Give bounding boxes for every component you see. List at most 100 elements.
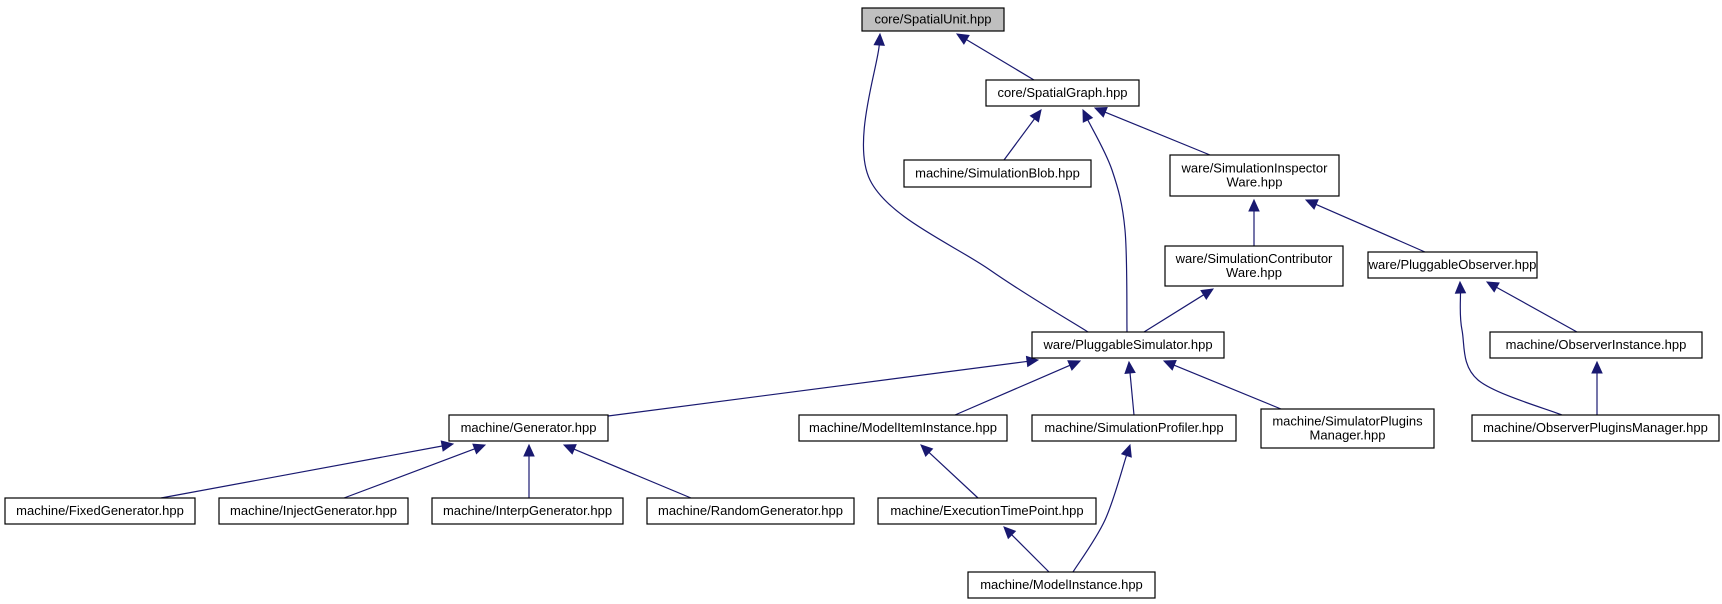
node-simulation-blob[interactable]: machine/SimulationBlob.hpp xyxy=(903,159,1092,188)
edge-line xyxy=(1129,372,1135,416)
nodes-layer: core/SpatialUnit.hpp core/SpatialGraph.hp… xyxy=(4,7,1720,599)
node-box xyxy=(1164,245,1344,287)
edge-pluggable_simulator-to-simulation_profiler xyxy=(1124,360,1136,416)
arrowhead-icon xyxy=(1082,108,1094,123)
arrowhead-icon xyxy=(1454,280,1467,294)
edge-model_item_instance-to-execution_time_point xyxy=(920,444,979,499)
node-fixed-generator[interactable]: machine/FixedGenerator.hpp xyxy=(4,497,196,525)
node-label: machine/SimulationProfiler.hpp xyxy=(1044,420,1223,435)
node-model-instance[interactable]: machine/ModelInstance.hpp xyxy=(967,571,1156,599)
arrowhead-icon xyxy=(1304,199,1319,210)
edge-line xyxy=(966,39,1035,81)
node-box xyxy=(798,414,1008,442)
node-label: Manager.hpp xyxy=(1310,428,1386,443)
arrowhead-icon xyxy=(1029,109,1042,123)
edge-execution_time_point-to-model_instance xyxy=(1003,526,1050,573)
edge-line xyxy=(928,452,979,499)
arrowhead-icon xyxy=(1485,281,1500,293)
node-label: machine/ObserverPluginsManager.hpp xyxy=(1483,420,1708,435)
edge-line xyxy=(1087,119,1128,333)
arrowhead-icon xyxy=(873,32,885,46)
edge-line xyxy=(160,445,443,499)
node-spatial-unit[interactable]: core/SpatialUnit.hpp xyxy=(861,7,1005,32)
node-label: machine/ExecutionTimePoint.hpp xyxy=(890,503,1083,518)
edge-line xyxy=(607,360,1028,417)
node-random-generator[interactable]: machine/RandomGenerator.hpp xyxy=(646,497,855,525)
node-label: machine/InjectGenerator.hpp xyxy=(230,503,397,518)
edge-line xyxy=(1315,203,1426,253)
edge-spatial_graph-to-simulation_blob xyxy=(1003,109,1042,161)
edge-inspector_ware-to-contributor_ware xyxy=(1248,198,1260,246)
node-label: machine/RandomGenerator.hpp xyxy=(658,503,843,518)
node-label: machine/FixedGenerator.hpp xyxy=(16,503,184,518)
node-box xyxy=(448,414,609,442)
node-label: machine/SimulatorPlugins xyxy=(1272,414,1423,429)
node-execution-time-point[interactable]: machine/ExecutionTimePoint.hpp xyxy=(877,497,1097,525)
node-box xyxy=(1169,154,1340,197)
arrowhead-icon xyxy=(1003,526,1017,540)
node-box xyxy=(985,79,1140,107)
node-label: machine/Generator.hpp xyxy=(461,420,597,435)
edge-generator-to-random_generator xyxy=(562,444,692,499)
node-box xyxy=(1031,331,1225,359)
arrowhead-icon xyxy=(1162,360,1177,371)
arrowhead-icon xyxy=(1248,198,1260,212)
node-observer-plugins-manager[interactable]: machine/ObserverPluginsManager.hpp xyxy=(1471,414,1720,442)
node-box xyxy=(1260,408,1435,449)
node-label: machine/ModelItemInstance.hpp xyxy=(809,420,997,435)
edge-line xyxy=(573,448,692,499)
edge-observer_instance-to-observer_plugins_manager xyxy=(1591,360,1603,415)
node-box xyxy=(218,497,409,525)
edge-line xyxy=(343,448,475,499)
edge-spatial_graph-to-pluggable_simulator xyxy=(1082,108,1128,333)
edge-contributor_ware-to-pluggable_simulator xyxy=(1143,288,1215,333)
arrowhead-icon xyxy=(955,33,970,45)
node-label: machine/SimulationBlob.hpp xyxy=(915,166,1080,181)
edge-inspector_ware-to-pluggable_observer xyxy=(1304,199,1426,253)
node-pluggable-simulator[interactable]: ware/PluggableSimulator.hpp xyxy=(1031,331,1225,359)
node-interp-generator[interactable]: machine/InterpGenerator.hpp xyxy=(431,497,624,525)
node-inject-generator[interactable]: machine/InjectGenerator.hpp xyxy=(218,497,409,525)
arrowhead-icon xyxy=(1067,360,1082,371)
node-box xyxy=(1489,331,1703,359)
node-model-item-instance[interactable]: machine/ModelItemInstance.hpp xyxy=(798,414,1008,442)
node-label: Ware.hpp xyxy=(1226,265,1282,280)
node-spatial-graph[interactable]: core/SpatialGraph.hpp xyxy=(985,79,1140,107)
edge-spatial_unit-to-spatial_graph xyxy=(955,33,1035,81)
node-label: ware/PluggableSimulator.hpp xyxy=(1042,337,1212,352)
node-observer-instance[interactable]: machine/ObserverInstance.hpp xyxy=(1489,331,1703,359)
edges-layer xyxy=(160,32,1603,573)
edge-spatial_graph-to-inspector_ware xyxy=(1093,107,1211,156)
edge-line xyxy=(1011,534,1050,573)
edge-line xyxy=(1496,286,1578,333)
arrowhead-icon xyxy=(562,444,577,455)
arrowhead-icon xyxy=(1591,360,1603,374)
edge-line xyxy=(1072,455,1128,573)
edge-line xyxy=(862,44,1089,333)
node-label: machine/ModelInstance.hpp xyxy=(980,577,1143,592)
arrowhead-icon xyxy=(920,444,934,458)
edge-line xyxy=(1173,364,1282,410)
node-label: core/SpatialGraph.hpp xyxy=(997,85,1127,100)
edge-generator-to-interp_generator xyxy=(523,443,535,498)
edge-line xyxy=(1104,111,1211,156)
node-box xyxy=(1367,251,1538,279)
node-label: core/SpatialUnit.hpp xyxy=(874,12,991,27)
node-box xyxy=(4,497,196,525)
node-pluggable-observer[interactable]: ware/PluggableObserver.hpp xyxy=(1367,251,1538,279)
edge-simulation_profiler-to-model_instance xyxy=(1072,443,1132,573)
edge-line xyxy=(1459,292,1563,416)
node-box xyxy=(431,497,624,525)
arrowhead-icon xyxy=(1200,288,1215,300)
node-simulation-profiler[interactable]: machine/SimulationProfiler.hpp xyxy=(1031,414,1237,442)
edge-generator-to-fixed_generator xyxy=(160,440,455,499)
edge-pluggable_simulator-to-simulator_plugins_manager xyxy=(1162,360,1282,410)
arrowhead-icon xyxy=(523,443,535,457)
edge-line xyxy=(1003,118,1035,161)
arrowhead-icon xyxy=(1124,360,1136,374)
node-generator[interactable]: machine/Generator.hpp xyxy=(448,414,609,442)
